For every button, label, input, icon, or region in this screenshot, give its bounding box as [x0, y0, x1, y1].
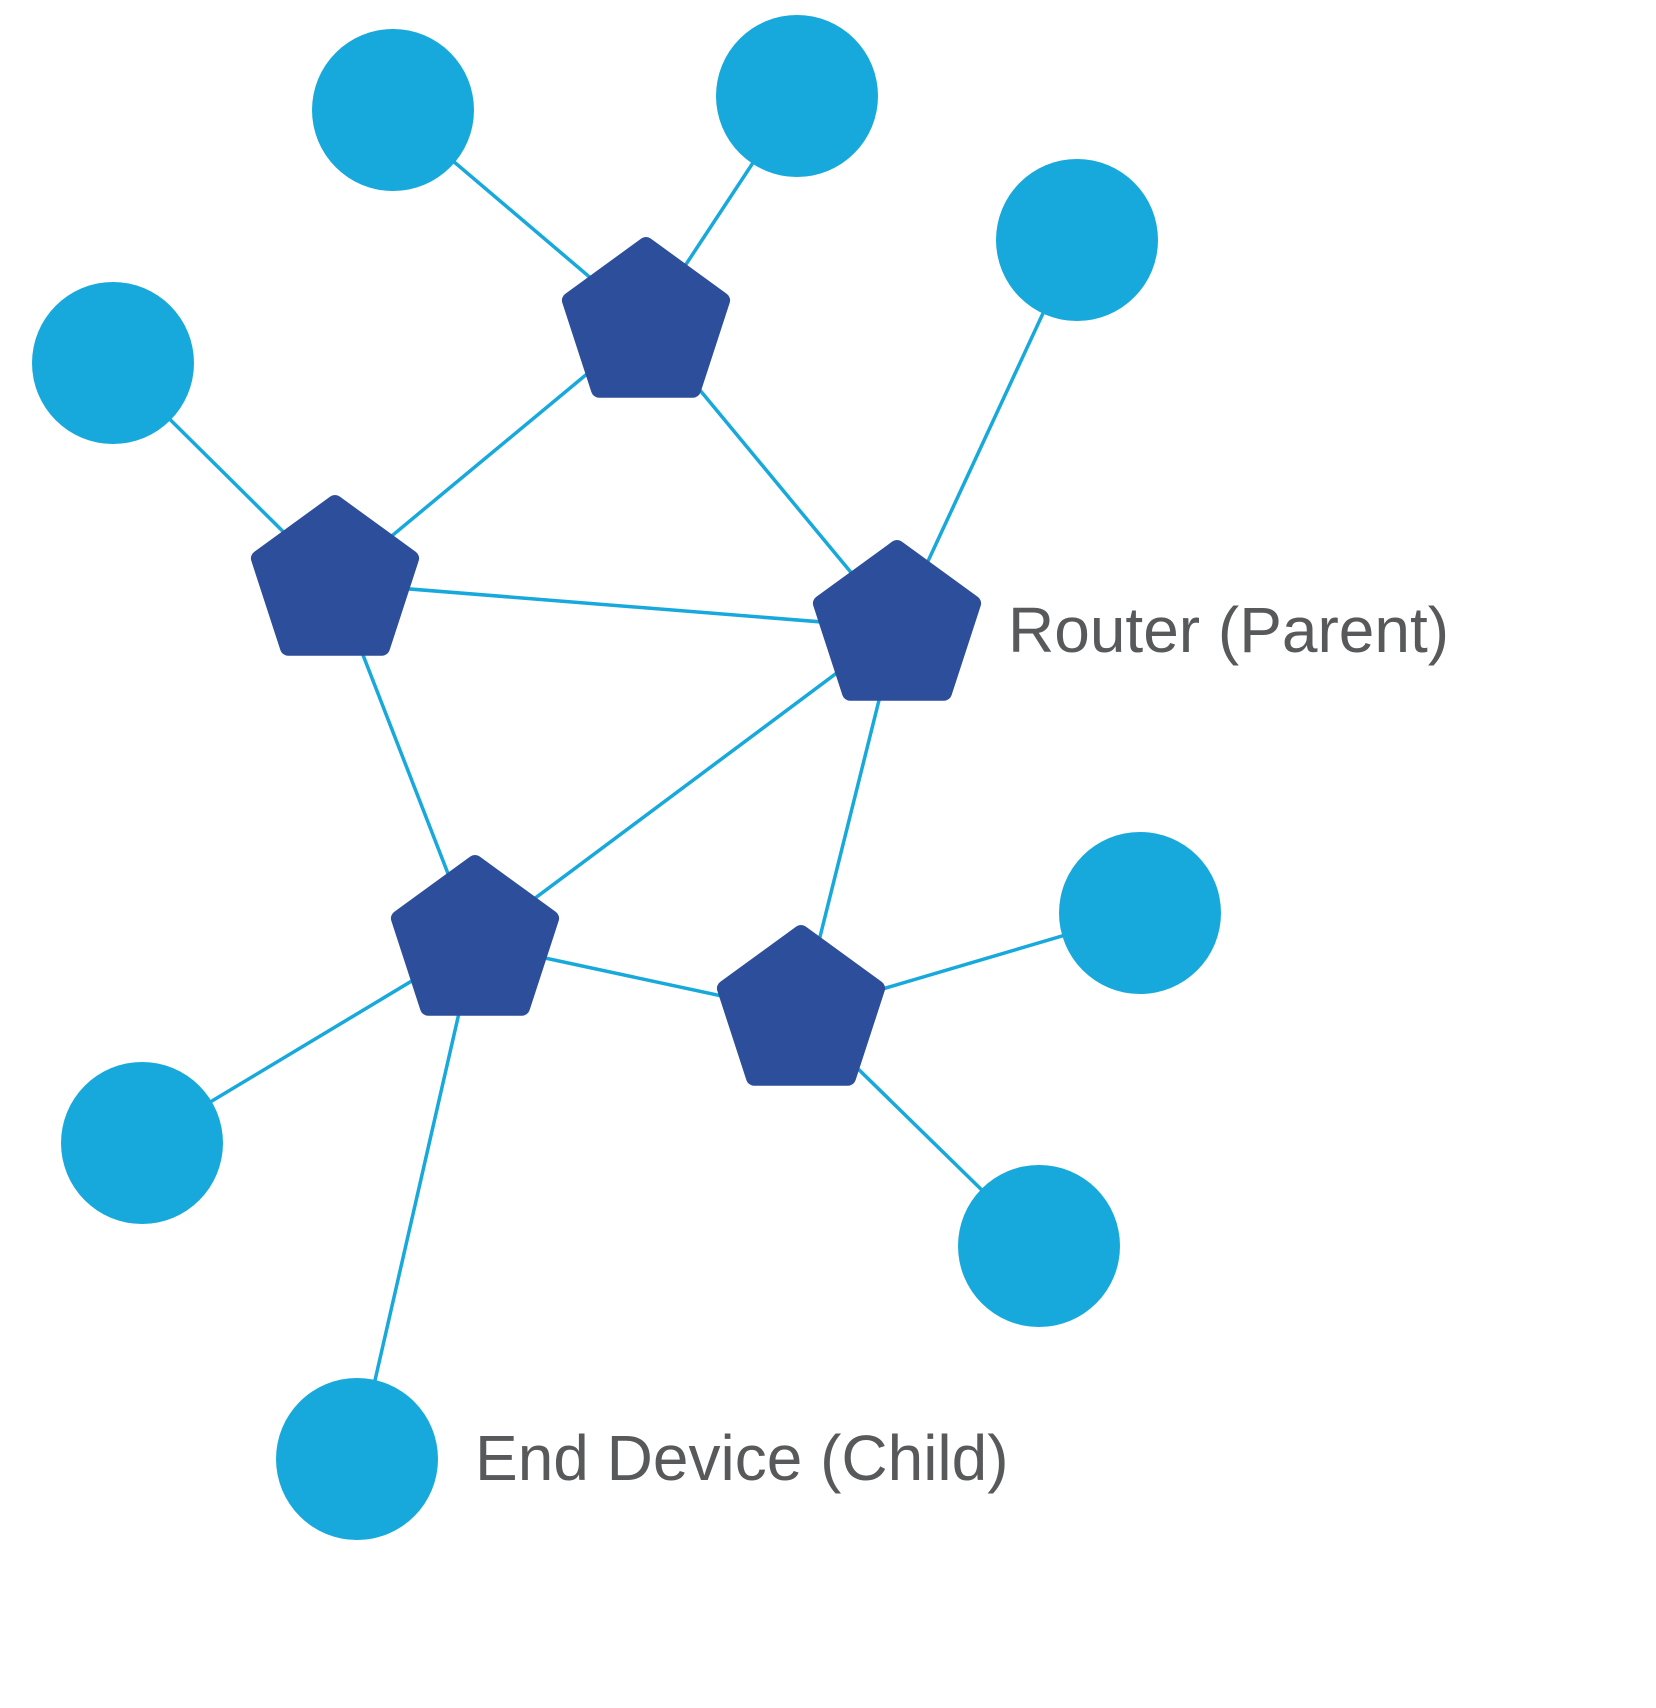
- router-node-router-left: [250, 495, 420, 656]
- link-router-parent-router-bottom-left: [473, 626, 899, 945]
- end-device-node-end-top-right: [996, 159, 1158, 321]
- end-device-node-end-bottom-right: [958, 1165, 1120, 1327]
- router-parent-label: Router (Parent): [1008, 594, 1449, 666]
- end-device-node-end-top-left: [312, 29, 474, 191]
- end-device-node-end-bottom: [276, 1378, 438, 1540]
- end-device-node-end-top-middle: [716, 15, 878, 177]
- nodes-layer: [32, 15, 1221, 1540]
- link-router-bottom-left-end-bottom: [355, 941, 477, 1461]
- end-device-node-end-right: [1059, 832, 1221, 994]
- router-node-router-parent: [812, 540, 982, 701]
- end-device-child-label: End Device (Child): [475, 1422, 1009, 1494]
- link-router-left-router-parent: [333, 581, 899, 630]
- end-device-node-end-bottom-left: [61, 1062, 223, 1224]
- router-node-router-bottom-right: [716, 925, 886, 1086]
- router-node-router-top: [561, 237, 731, 398]
- end-device-node-end-left: [32, 282, 194, 444]
- router-node-router-bottom-left: [390, 855, 560, 1016]
